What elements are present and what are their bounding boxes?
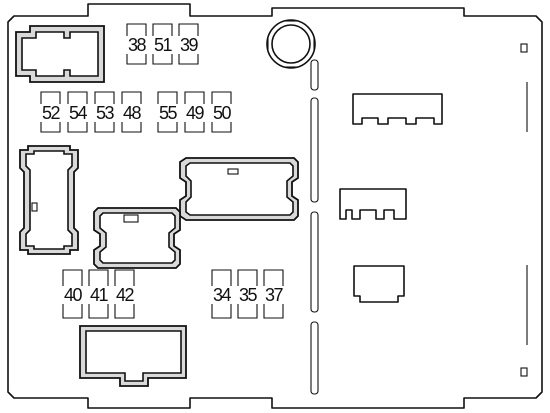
fuse-slot-bottom	[121, 122, 142, 133]
fuse-50: 50	[211, 91, 233, 133]
fuse-slot-top	[184, 91, 205, 104]
fuse-slot-bottom	[126, 54, 147, 65]
fuse-label: 50	[213, 103, 232, 123]
fuse-slot-top	[126, 23, 147, 36]
fuse-slot-bottom	[152, 54, 173, 65]
fuse-51: 51	[152, 23, 174, 65]
fuse-slot-bottom	[114, 304, 135, 319]
connector-right-large	[352, 93, 443, 125]
fuse-34: 34	[211, 269, 233, 319]
fuse-slot-bottom	[237, 304, 258, 319]
fuse-box-housing	[7, 3, 543, 409]
fuse-layer: 38 51 39 52 54 53 48 55 49 50 40 41 42 34 35 37	[40, 23, 285, 319]
fuse-52: 52	[40, 91, 62, 133]
fuse-slot-top	[263, 269, 284, 286]
fuse-39: 39	[178, 23, 200, 65]
fuse-slot-top	[62, 269, 83, 286]
fuse-53: 53	[94, 91, 116, 133]
fuse-54: 54	[67, 91, 89, 133]
fuse-slot-bottom	[211, 122, 232, 133]
fuse-slot-top	[211, 269, 232, 286]
fuse-label: 41	[90, 285, 109, 305]
fuse-label: 42	[116, 285, 135, 305]
fuse-slot-top	[178, 23, 199, 36]
relay-bottom-left	[79, 325, 187, 387]
divider-slot	[310, 97, 319, 203]
fuse-49: 49	[184, 91, 206, 133]
fuse-35: 35	[237, 269, 259, 319]
fuse-label: 48	[123, 103, 142, 123]
fuse-slot-top	[88, 269, 109, 286]
fuse-38: 38	[126, 23, 148, 65]
relay-left-vertical	[19, 145, 79, 255]
fuse-slot-top	[237, 269, 258, 286]
mount-clip	[520, 367, 528, 377]
fuse-label: 38	[128, 35, 147, 55]
fuse-slot-top	[211, 91, 232, 104]
fuse-42: 42	[114, 269, 136, 319]
connector-right-medium	[339, 188, 407, 220]
fuse-slot-top	[94, 91, 115, 104]
fuse-label: 51	[154, 35, 173, 55]
divider-slot	[310, 321, 319, 395]
fuse-slot-top	[67, 91, 88, 104]
fuse-41: 41	[88, 269, 110, 319]
fuse-label: 54	[69, 103, 88, 123]
fuse-slot-bottom	[178, 54, 199, 65]
fuse-label: 40	[64, 285, 83, 305]
fuse-slot-bottom	[263, 304, 284, 319]
divider-slot	[310, 59, 319, 91]
fuse-slot-bottom	[67, 122, 88, 133]
fuse-label: 39	[180, 35, 199, 55]
mount-clip	[520, 43, 528, 53]
round-plug	[266, 19, 316, 69]
fuse-slot-top	[157, 91, 178, 104]
fuse-55: 55	[157, 91, 179, 133]
relay-top-left	[15, 25, 105, 83]
fuse-slot-top	[152, 23, 173, 36]
fuse-label: 53	[96, 103, 115, 123]
fuse-slot-bottom	[94, 122, 115, 133]
fuse-slot-bottom	[211, 304, 232, 319]
fuse-slot-top	[121, 91, 142, 104]
connector-right-small	[353, 265, 405, 303]
fuse-37: 37	[263, 269, 285, 319]
fuse-slot-bottom	[184, 122, 205, 133]
fuse-slot-top	[114, 269, 135, 286]
fuse-label: 49	[186, 103, 205, 123]
fuse-label: 35	[239, 285, 258, 305]
fuse-slot-bottom	[62, 304, 83, 319]
divider-slot	[310, 211, 319, 313]
fuse-48: 48	[121, 91, 143, 133]
fuse-slot-bottom	[88, 304, 109, 319]
relay-lower-middle	[93, 207, 181, 269]
fuse-label: 34	[213, 285, 232, 305]
fuse-label: 37	[265, 285, 284, 305]
fuse-40: 40	[62, 269, 84, 319]
fuse-slot-bottom	[40, 122, 61, 133]
fuse-slot-top	[40, 91, 61, 104]
fuse-slot-bottom	[157, 122, 178, 133]
relay-center	[179, 157, 299, 221]
fuse-label: 52	[42, 103, 61, 123]
fuse-label: 55	[159, 103, 178, 123]
